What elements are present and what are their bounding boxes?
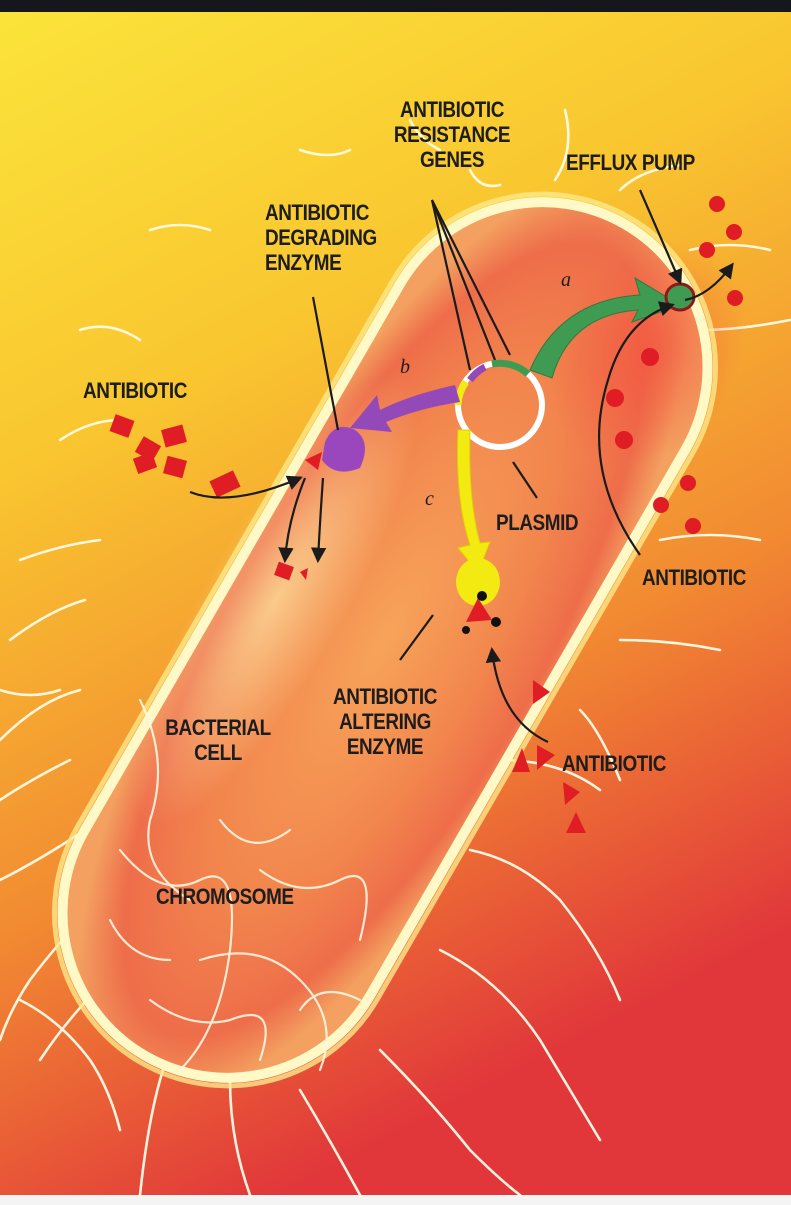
label-antibiotic-altering-enzyme: ANTIBIOTIC ALTERING ENZYME: [321, 684, 450, 759]
top-bar: [0, 0, 791, 12]
pathway-label-a: a: [561, 270, 571, 290]
pathway-label-c: c: [425, 489, 434, 509]
label-line: ENZYME: [321, 734, 450, 759]
label-antibiotic-left: ANTIBIOTIC: [83, 378, 187, 403]
pathway-label-b: b: [400, 357, 410, 377]
label-antibiotic-degrading-enzyme: ANTIBIOTIC DEGRADING ENZYME: [265, 200, 377, 275]
label-line: RESISTANCE: [383, 122, 521, 147]
label-antibiotic-right: ANTIBIOTIC: [642, 565, 746, 590]
label-plasmid: PLASMID: [496, 510, 578, 535]
label-line: GENES: [383, 147, 521, 172]
label-line: ANTIBIOTIC: [383, 97, 521, 122]
label-line: ALTERING: [321, 709, 450, 734]
label-line: DEGRADING: [265, 225, 377, 250]
label-line: CELL: [158, 740, 278, 765]
bottom-bar: [0, 1195, 791, 1205]
label-line: BACTERIAL: [158, 715, 278, 740]
label-chromosome: CHROMOSOME: [156, 884, 294, 909]
label-efflux-pump: EFFLUX PUMP: [566, 150, 695, 175]
label-antibiotic-bottom: ANTIBIOTIC: [562, 751, 666, 776]
label-line: ANTIBIOTIC: [321, 684, 450, 709]
label-bacterial-cell: BACTERIAL CELL: [158, 715, 278, 765]
label-line: ANTIBIOTIC: [265, 200, 377, 225]
label-line: ENZYME: [265, 250, 377, 275]
label-antibiotic-resistance-genes: ANTIBIOTIC RESISTANCE GENES: [383, 97, 521, 172]
